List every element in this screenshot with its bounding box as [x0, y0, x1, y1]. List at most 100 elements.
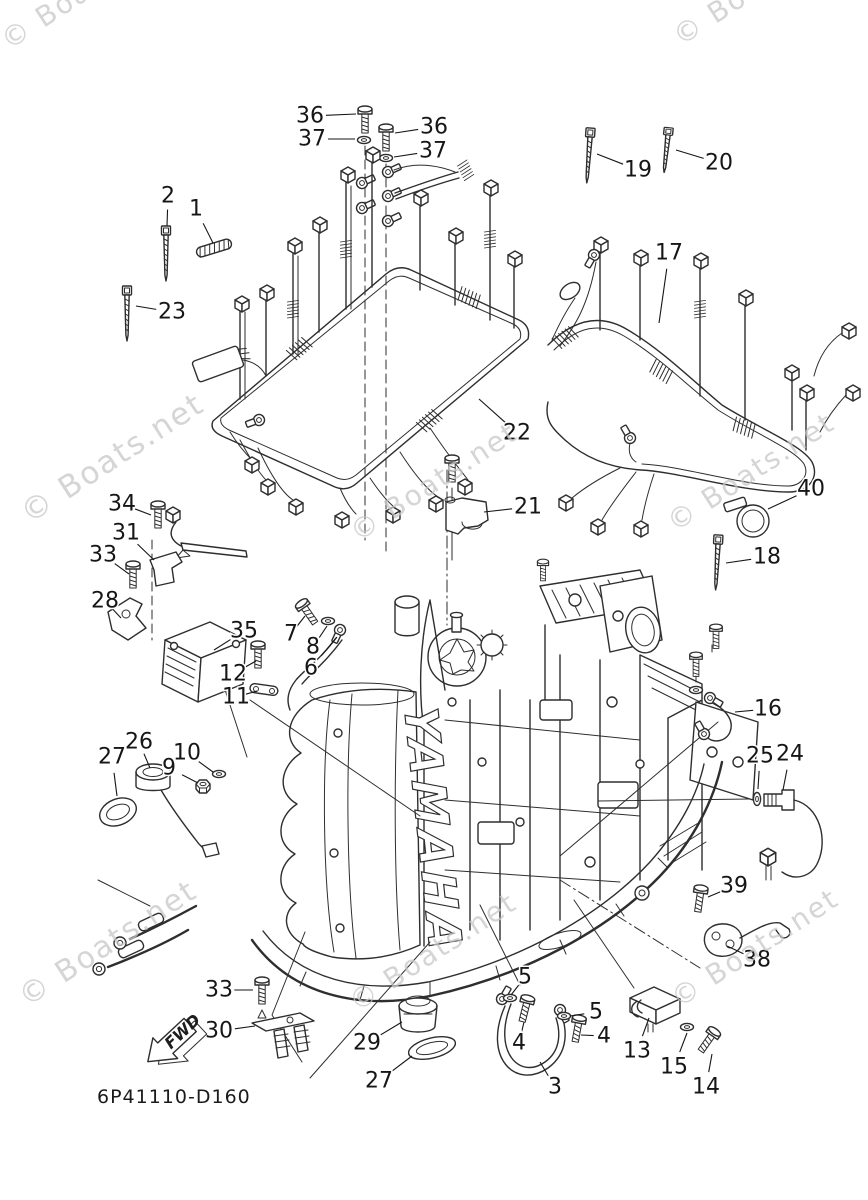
- part-callout-27: 27: [98, 745, 126, 770]
- bracket-part-28: [108, 598, 146, 640]
- leader-line-15: [679, 1032, 688, 1053]
- bracket-part-30: [252, 1010, 314, 1058]
- part-callout-23: 23: [158, 300, 186, 325]
- leader-line-35: [213, 639, 231, 651]
- battery-lead-terminals: [353, 159, 475, 230]
- washer-part-37-left: [356, 135, 372, 145]
- washer-part-15: [679, 1022, 695, 1032]
- bracket-part-31: [150, 552, 182, 586]
- part-callout-34: 34: [108, 492, 136, 517]
- sensor-bracket-21: [444, 454, 488, 560]
- leader-line-20: [675, 149, 704, 159]
- leader-line-38: [726, 945, 744, 955]
- leader-line-3: [539, 1061, 549, 1077]
- bolt-part-34: [150, 500, 166, 529]
- washer-part-8: [320, 616, 336, 626]
- ground-cable-part-3: [493, 983, 573, 1075]
- relay-part-13: [630, 987, 680, 1032]
- part-callout-17: 17: [655, 241, 683, 266]
- leader-line-4: [580, 1034, 594, 1037]
- bolt-part-4b: [567, 1013, 588, 1044]
- regulator-part-35: [162, 622, 246, 702]
- leader-line-27: [391, 1055, 413, 1072]
- leader-line-31: [137, 543, 155, 561]
- part-callout-2: 2: [161, 184, 175, 209]
- part-callout-4: 4: [512, 1031, 526, 1056]
- leader-line-22: [478, 398, 506, 423]
- engine-assembly: YAMAHA: [93, 470, 758, 1078]
- bolt-part-14: [694, 1024, 723, 1056]
- part-callout-9: 9: [162, 756, 176, 781]
- link-part-11: [249, 683, 278, 696]
- leader-line-1: [202, 223, 214, 244]
- leader-line-21: [483, 508, 513, 513]
- part-callout-1: 1: [189, 197, 203, 222]
- part-callout-36: 36: [420, 115, 448, 140]
- screw-part-19: [581, 127, 596, 184]
- ground-strap-16: [688, 623, 732, 743]
- leader-line-24: [782, 769, 788, 791]
- part-callout-16: 16: [754, 697, 782, 722]
- sensor-part-24: [752, 790, 822, 880]
- leader-line-9: [181, 774, 199, 784]
- bolt-part-4a: [514, 992, 537, 1024]
- cable-tie-part-2: [160, 225, 172, 282]
- leader-line-23: [135, 305, 157, 310]
- part-callout-40: 40: [797, 477, 825, 502]
- part-callout-37: 37: [419, 139, 447, 164]
- wiring-harness-secondary-17: [547, 236, 861, 538]
- grommet-part-26: [136, 764, 219, 857]
- wiring-harness-main-22: [192, 146, 529, 529]
- leader-line-36: [325, 113, 357, 116]
- leader-lines: [111, 113, 797, 1077]
- leader-line-10: [198, 761, 214, 773]
- leader-line-8: [318, 625, 328, 638]
- bolt-part-36-left: [357, 105, 373, 134]
- part-callout-26: 26: [125, 730, 153, 755]
- part-callout-20: 20: [705, 151, 733, 176]
- part-callout-28: 28: [91, 589, 119, 614]
- part-callout-14: 14: [692, 1075, 720, 1100]
- part-callout-39: 39: [720, 874, 748, 899]
- part-callout-33: 33: [89, 543, 117, 568]
- leader-line-14: [708, 1053, 713, 1073]
- leader-line-26: [143, 753, 151, 769]
- part-callout-10: 10: [173, 741, 201, 766]
- leader-line-33: [114, 563, 130, 575]
- leader-line-12: [243, 660, 257, 669]
- seal-part-27a: [96, 793, 141, 831]
- part-callout-31: 31: [112, 521, 140, 546]
- bolt-part-39: [690, 883, 710, 914]
- diagram-code: 6P41110-D160: [97, 1086, 251, 1108]
- leader-line-16: [734, 709, 754, 713]
- leader-line-13: [641, 1017, 650, 1037]
- part-callout-35: 35: [230, 619, 258, 644]
- grommet-part-29: [399, 996, 437, 1032]
- leader-line-5: [569, 1013, 585, 1017]
- leader-line-34: [134, 508, 152, 516]
- bolt-part-33b: [254, 976, 270, 1005]
- part-callout-22: 22: [503, 421, 531, 446]
- leader-line-17: [658, 268, 668, 324]
- stud-part-1: [194, 237, 234, 259]
- part-callout-19: 19: [624, 158, 652, 183]
- leader-line-2: [166, 209, 169, 227]
- bolt-part-12: [250, 640, 266, 669]
- part-callout-30: 30: [205, 1019, 233, 1044]
- fwd-label: FWD: [161, 1010, 205, 1052]
- leader-line-11: [245, 690, 258, 695]
- leader-line-6: [320, 636, 338, 657]
- part-callout-13: 13: [623, 1039, 651, 1064]
- leader-line-4: [520, 1021, 525, 1034]
- leader-line-40: [767, 495, 797, 510]
- part-callout-5: 5: [589, 1000, 603, 1025]
- nut-part-9: [195, 779, 211, 794]
- part-callout-8: 8: [306, 635, 320, 660]
- part-callout-3: 3: [548, 1075, 562, 1100]
- part-callout-11: 11: [222, 685, 250, 710]
- washer-part-10: [211, 769, 227, 779]
- leader-line-28: [111, 608, 122, 619]
- washer-part-5b: [556, 1011, 572, 1021]
- part-callout-27: 27: [365, 1069, 393, 1094]
